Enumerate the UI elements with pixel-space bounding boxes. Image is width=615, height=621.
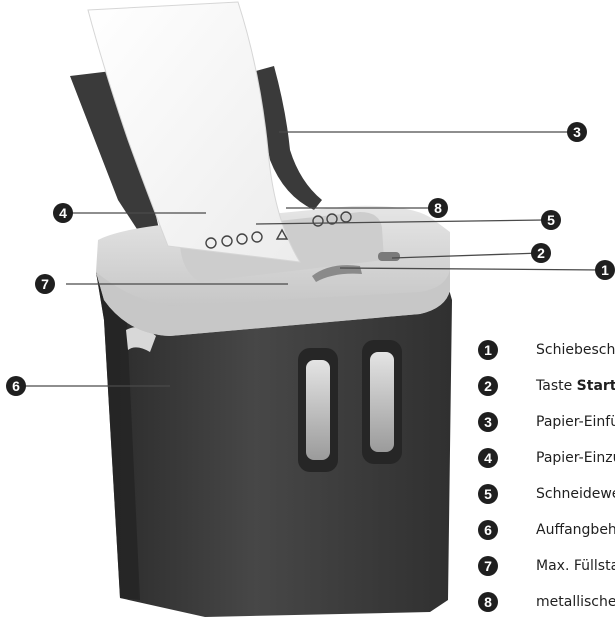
legend-label-4: Papier-Einzug <box>536 450 615 466</box>
callout-4-label: 4 <box>59 205 67 221</box>
legend-badge-5: 5 <box>478 484 498 504</box>
callout-2-label: 2 <box>537 245 545 261</box>
callout-1-label: 1 <box>601 262 609 278</box>
legend-badge-1: 1 <box>478 340 498 360</box>
legend-label-3: Papier-Einführung <box>536 414 615 430</box>
legend-badge-3: 3 <box>478 412 498 432</box>
legend-item-1: 1 Schiebeschalter <box>478 338 615 362</box>
legend-label-8: metallische Gegenstände <box>536 594 615 610</box>
viewing-window-right-glass <box>370 352 394 452</box>
callout-3-label: 3 <box>573 124 581 140</box>
callout-1: 1 <box>595 260 615 280</box>
legend-item-5: 5 Schneidewerk <box>478 482 615 506</box>
legend-label-5: Schneidewerk <box>536 486 615 502</box>
callout-7: 7 <box>35 274 55 294</box>
legend-label-2-prefix: Taste <box>536 378 577 394</box>
legend-item-7: 7 Max. Füllstand <box>478 554 615 578</box>
start-button[interactable] <box>378 252 400 261</box>
viewing-window-left-glass <box>306 360 330 460</box>
callout-5-label: 5 <box>547 212 555 228</box>
callout-4: 4 <box>53 203 73 223</box>
legend-badge-7: 7 <box>478 556 498 576</box>
callout-3: 3 <box>567 122 587 142</box>
legend-label-1: Schiebeschalter <box>536 342 615 358</box>
legend-label-2-bold: Start <box>577 378 615 394</box>
legend-badge-4: 4 <box>478 448 498 468</box>
legend-item-6: 6 Auffangbehälter <box>478 518 615 542</box>
callout-7-label: 7 <box>41 276 49 292</box>
legend-label-6: Auffangbehälter <box>536 522 615 538</box>
legend-badge-2: 2 <box>478 376 498 396</box>
legend-item-2: 2 Taste Start <box>478 374 615 398</box>
legend-item-3: 3 Papier-Einführung <box>478 410 615 434</box>
parts-legend: 1 Schiebeschalter 2 Taste Start 3 Papier… <box>478 338 615 621</box>
legend-badge-6: 6 <box>478 520 498 540</box>
callout-6-label: 6 <box>12 378 20 394</box>
legend-item-4: 4 Papier-Einzug <box>478 446 615 470</box>
callout-8: 8 <box>428 198 448 218</box>
callout-8-label: 8 <box>434 200 442 216</box>
callout-6: 6 <box>6 376 26 396</box>
legend-badge-8: 8 <box>478 592 498 612</box>
callout-5: 5 <box>541 210 561 230</box>
callout-2: 2 <box>531 243 551 263</box>
legend-label-7: Max. Füllstand <box>536 558 615 574</box>
legend-item-8: 8 metallische Gegenstände <box>478 590 615 614</box>
legend-label-2: Taste Start <box>536 378 615 394</box>
